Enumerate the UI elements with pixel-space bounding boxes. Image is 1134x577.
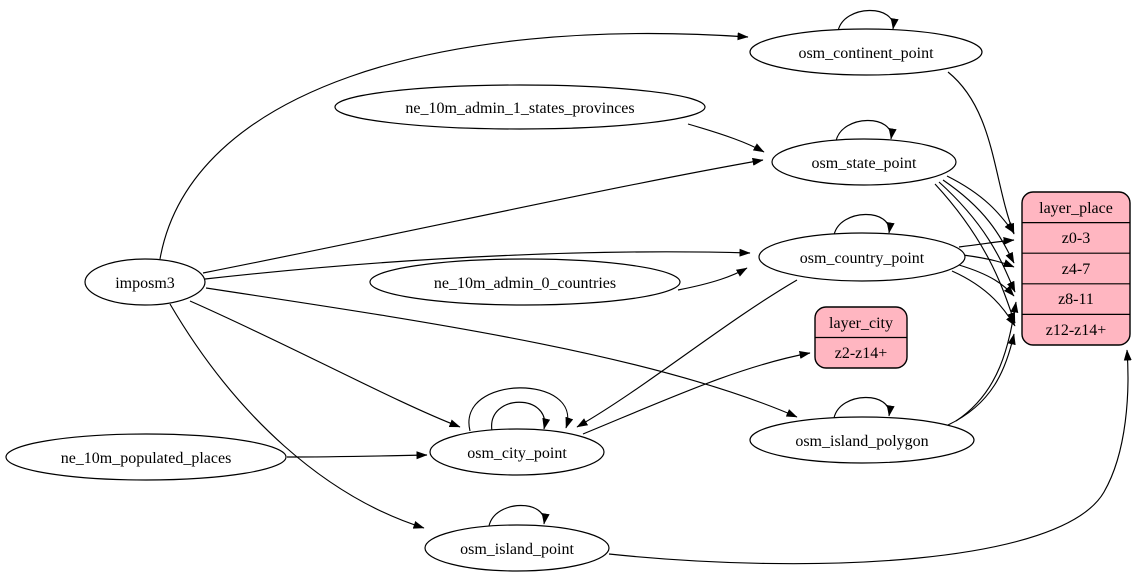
layer_place-row-z8-11: z8-11 <box>1058 291 1094 308</box>
layer_city-title: layer_city <box>829 315 893 332</box>
node-osm_island_polygon: osm_island_polygon <box>749 416 975 464</box>
node-osm_country_point: osm_country_point <box>758 232 966 282</box>
edge-osm_island_point-self <box>488 505 550 527</box>
edge-osm_continent_point-layer_place-z0-3 <box>947 71 1015 235</box>
edge-osm_island_point-layer_place-z12-z14 <box>608 349 1132 565</box>
edge-imposm3-osm_city_point <box>189 300 461 428</box>
edge-ne_10m_admin_1_states_provinces-osm_state_point <box>687 123 765 153</box>
node-ne_10m_populated_places: ne_10m_populated_places <box>5 433 287 481</box>
edge-imposm3-osm_state_point <box>202 157 764 274</box>
edge-osm_state_point-layer_place-z0-3 <box>946 175 1015 234</box>
edge-osm_country_point-layer_place-z0-3 <box>958 236 1015 248</box>
edge-osm_island_polygon-layer_place-z8-11 <box>955 301 1019 422</box>
edge-group <box>159 10 1132 565</box>
node-osm_island_point: osm_island_point <box>424 524 610 572</box>
edge-imposm3-osm_island_polygon <box>205 287 798 418</box>
edge-osm_country_point-osm_city_point <box>576 279 798 428</box>
edge-osm_country_point-layer_place-z12-z14 <box>951 270 1016 327</box>
layer_city-row-z2-z14: z2-z14+ <box>835 345 888 362</box>
layer_place-row-z12-z14: z12-z14+ <box>1046 322 1107 339</box>
edge-osm_city_point-layer_city-z2 <box>582 350 811 435</box>
node-imposm3: imposm3 <box>84 258 206 306</box>
edge-osm_country_point-layer_place-z8-11 <box>958 264 1015 297</box>
node-ne_10m_admin_1_states_provinces: ne_10m_admin_1_states_provinces <box>334 84 706 130</box>
node-label-ne_10m_admin_0_countries: ne_10m_admin_0_countries <box>434 275 616 292</box>
edge-osm_island_polygon-self <box>833 397 895 419</box>
edge-osm_island_polygon-layer_place-z12-z14 <box>947 333 1016 426</box>
edge-osm_state_point-self <box>835 120 897 142</box>
edge-osm_city_point-self-outer <box>468 387 574 432</box>
node-osm_state_point: osm_state_point <box>771 138 957 186</box>
edge-imposm3-osm_country_point <box>204 248 751 280</box>
node-ne_10m_admin_0_countries: ne_10m_admin_0_countries <box>369 258 681 306</box>
node-label-ne_10m_populated_places: ne_10m_populated_places <box>61 450 232 467</box>
edge-osm_continent_point-self <box>837 10 899 32</box>
layer_place-row-z0-3: z0-3 <box>1062 230 1090 247</box>
edge-osm_country_point-self <box>833 214 895 236</box>
edge-osm_country_point-layer_place-z4-7 <box>962 254 1015 268</box>
node-label-ne_10m_admin_1_states_provinces: ne_10m_admin_1_states_provinces <box>405 100 634 117</box>
edge-ne_10m_populated_places-osm_city_point <box>286 451 428 460</box>
node-osm_city_point: osm_city_point <box>429 428 605 476</box>
node-label-osm_city_point: osm_city_point <box>467 445 567 462</box>
node-label-osm_island_point: osm_island_point <box>460 541 574 558</box>
edge-osm_state_point-layer_place-z4-7 <box>942 179 1015 264</box>
edge-osm_state_point-layer_place-z12-z14 <box>934 183 1016 324</box>
node-label-osm_continent_point: osm_continent_point <box>798 45 934 62</box>
node-osm_continent_point: osm_continent_point <box>749 28 983 76</box>
node-label-osm_state_point: osm_state_point <box>812 155 917 172</box>
edge-osm_state_point-layer_place-z8-11 <box>938 181 1016 293</box>
node-layer_city: layer_city z2-z14+ <box>814 306 908 369</box>
layer_place-row-z4-7: z4-7 <box>1062 261 1090 278</box>
edge-imposm3-osm_island_point <box>169 303 425 529</box>
edge-osm_city_point-self-inner <box>491 401 551 432</box>
edge-ne_10m_admin_0_countries-osm_country_point <box>677 267 748 291</box>
node-label-osm_island_polygon: osm_island_polygon <box>795 433 928 450</box>
node-label-imposm3: imposm3 <box>115 275 175 292</box>
node-label-osm_country_point: osm_country_point <box>800 250 925 267</box>
node-layer_place: layer_place z0-3 z4-7 z8-11 z12-z14+ <box>1021 191 1131 346</box>
edge-imposm3-osm_continent_point <box>159 32 749 260</box>
layer_place-title: layer_place <box>1039 200 1113 217</box>
